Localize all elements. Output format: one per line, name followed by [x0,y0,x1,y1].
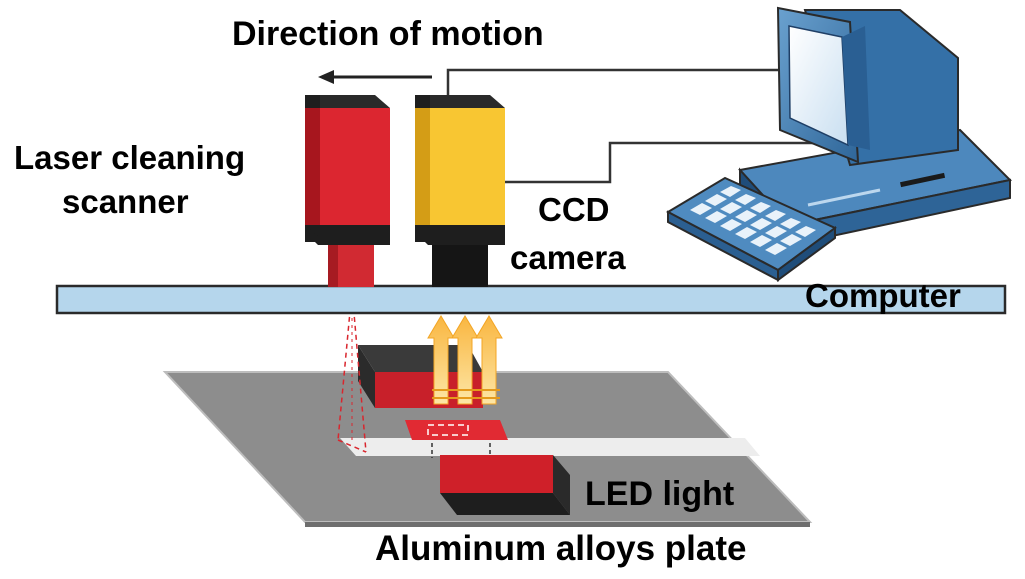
guide-rail [55,284,1007,315]
laser-beam [337,289,367,453]
ccd-camera-label-line1: CCD [538,191,610,228]
led-light [440,455,570,515]
computer-label: Computer [805,277,961,314]
light-arrow-icon [427,315,503,405]
laser-scanner-label: Laser cleaning scanner [14,136,245,224]
led-light-label: LED light [585,475,735,513]
laser-scanner-label-line1: Laser cleaning [14,139,246,176]
ccd-camera [415,95,505,287]
direction-arrow-icon [318,70,432,84]
direction-of-motion-label: Direction of motion [232,15,544,53]
laser-spot [405,420,508,458]
laser-scanner-label-line2: scanner [62,183,189,220]
ccd-camera-label-line2: camera [510,239,626,276]
keyboard-icon [665,176,837,282]
computer-monitor-icon [738,6,1013,248]
aluminum-plate-label: Aluminum alloys plate [375,529,747,568]
cleaned-strip [340,438,760,456]
camera-cable [446,68,815,184]
aluminum-plate [162,371,813,527]
ccd-camera-label: CCD camera [510,186,626,282]
laser-scanner [305,95,390,287]
